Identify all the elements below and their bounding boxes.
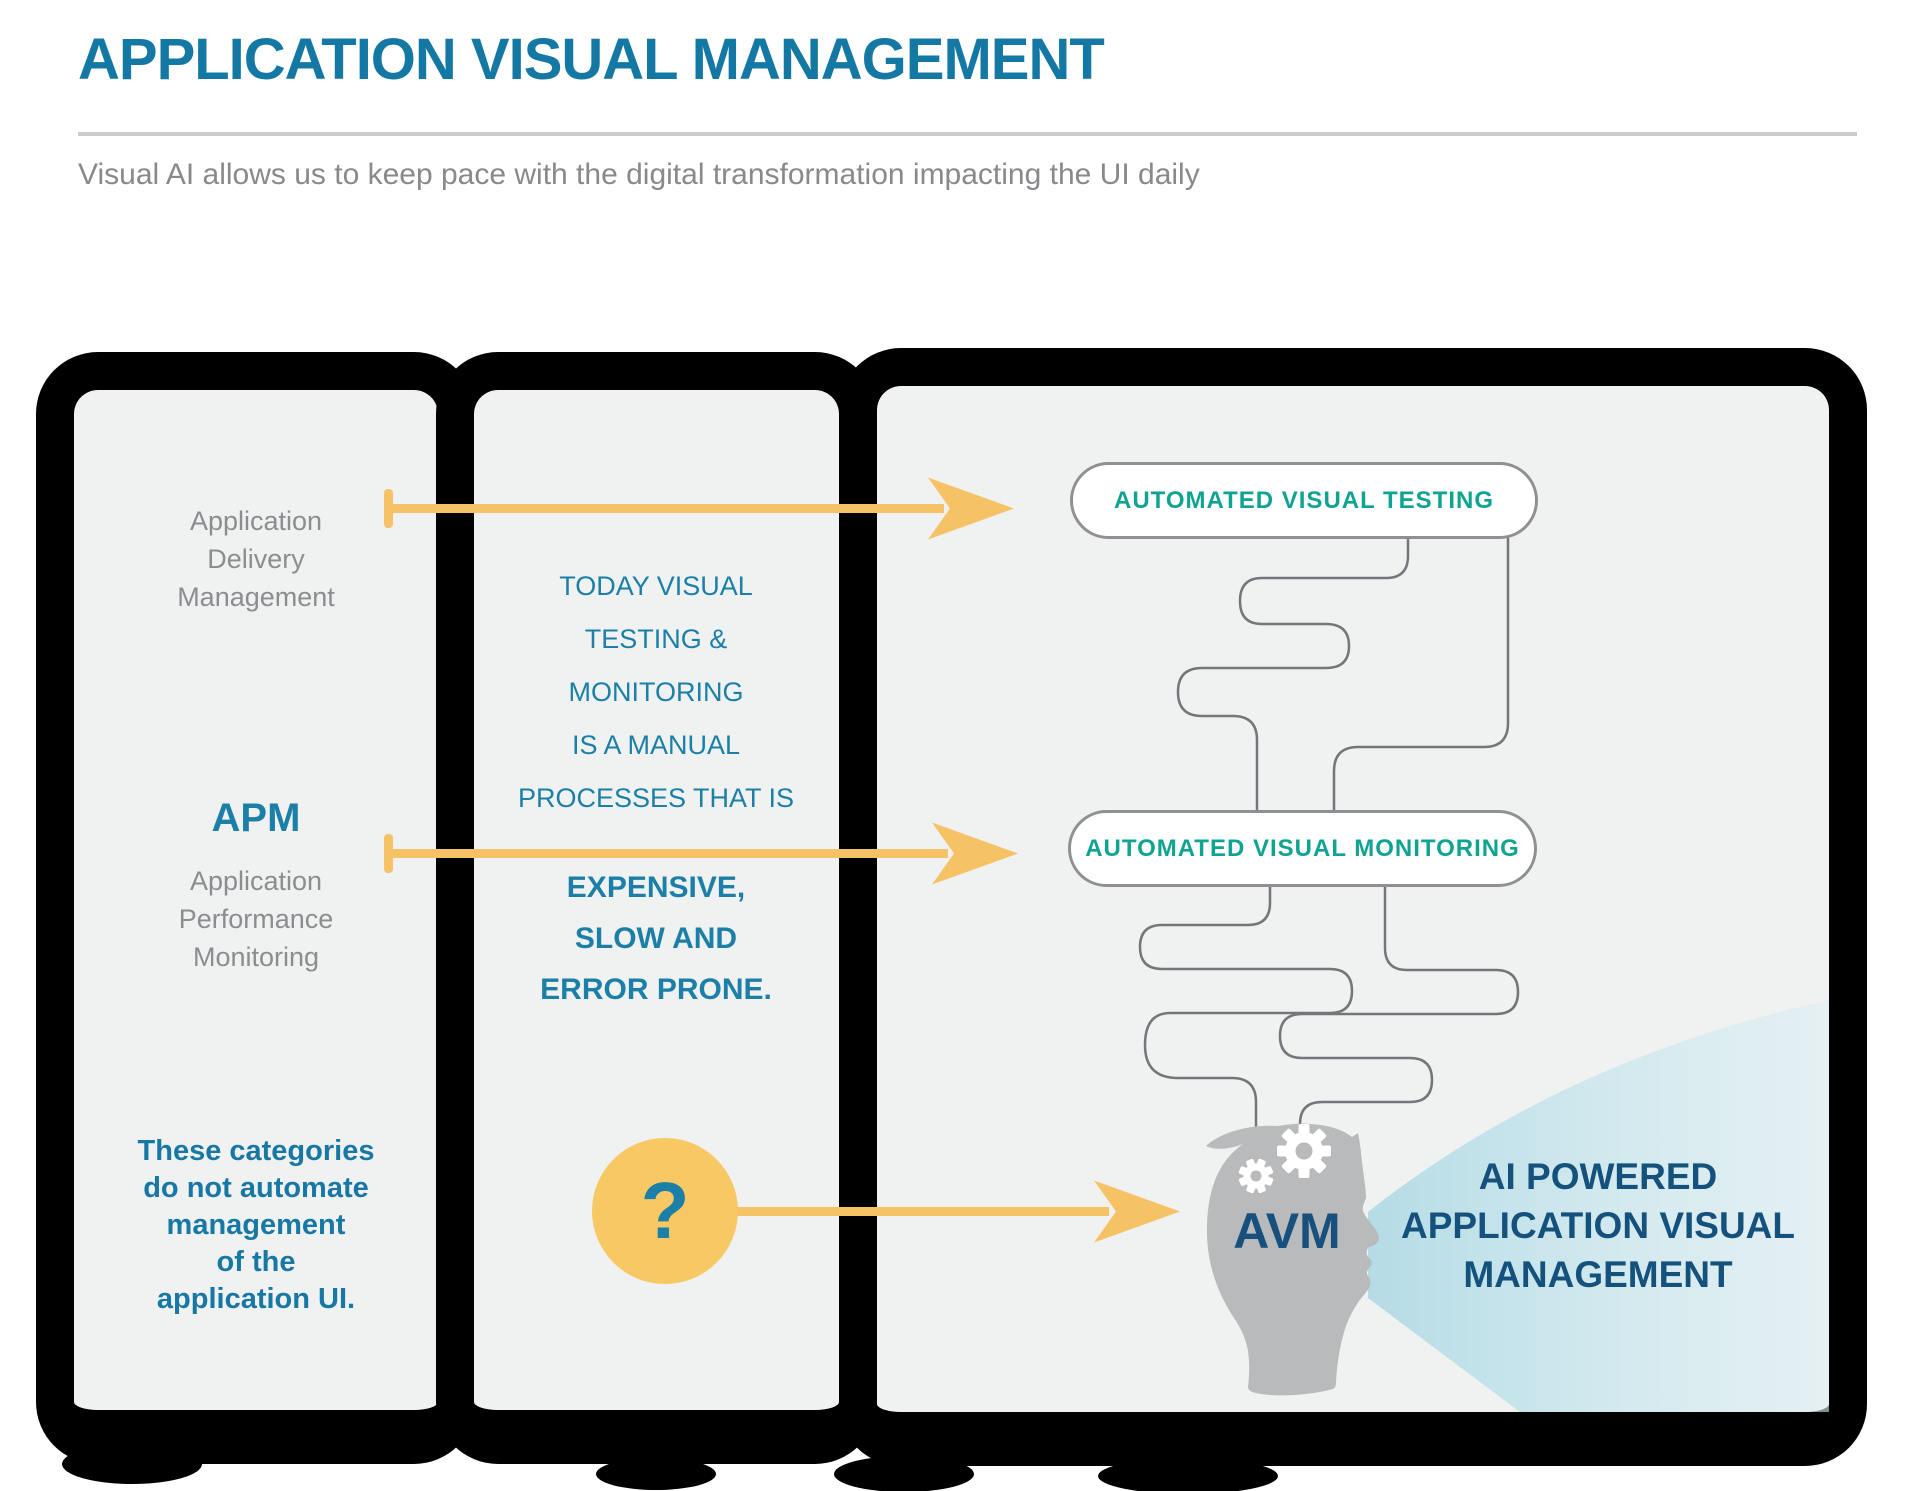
- title-divider: [78, 132, 1857, 136]
- label-application-performance-monitoring: Application Performance Monitoring: [178, 866, 334, 972]
- statement-expensive-slow-error-prone: EXPENSIVE, SLOW AND ERROR PRONE.: [540, 871, 772, 1006]
- vision-cone: [1368, 1000, 1829, 1412]
- maze-line-lower: [1138, 885, 1520, 1155]
- pill-automated-visual-monitoring: AUTOMATED VISUAL MONITORING: [1068, 810, 1537, 887]
- label-apm: APM: [211, 796, 301, 840]
- caption-ai-powered-avm: AI POWERED APPLICATION VISUAL MANAGEMENT: [1401, 1156, 1795, 1295]
- label-avm: AVM: [1233, 1203, 1341, 1259]
- label-application-delivery-management: Application Delivery Management: [177, 506, 335, 612]
- question-mark: ?: [640, 1166, 690, 1255]
- pill-automated-visual-testing: AUTOMATED VISUAL TESTING: [1070, 462, 1538, 539]
- avm-graphic: [1138, 537, 1829, 1412]
- statement-manual-process: TODAY VISUAL TESTING & MONITORING IS A M…: [517, 571, 795, 813]
- page-title: APPLICATION VISUAL MANAGEMENT: [78, 27, 1105, 92]
- panel-existing-categories: [36, 352, 476, 1464]
- maze-line-upper: [1176, 537, 1510, 813]
- gear-icon: [1277, 1124, 1331, 1178]
- note-no-ui-automation: These categories do not automate managem…: [137, 1135, 375, 1315]
- question-mark-badge: ?: [592, 1138, 738, 1284]
- gear-icon: [1238, 1158, 1274, 1194]
- page-subtitle: Visual AI allows us to keep pace with th…: [78, 158, 1200, 191]
